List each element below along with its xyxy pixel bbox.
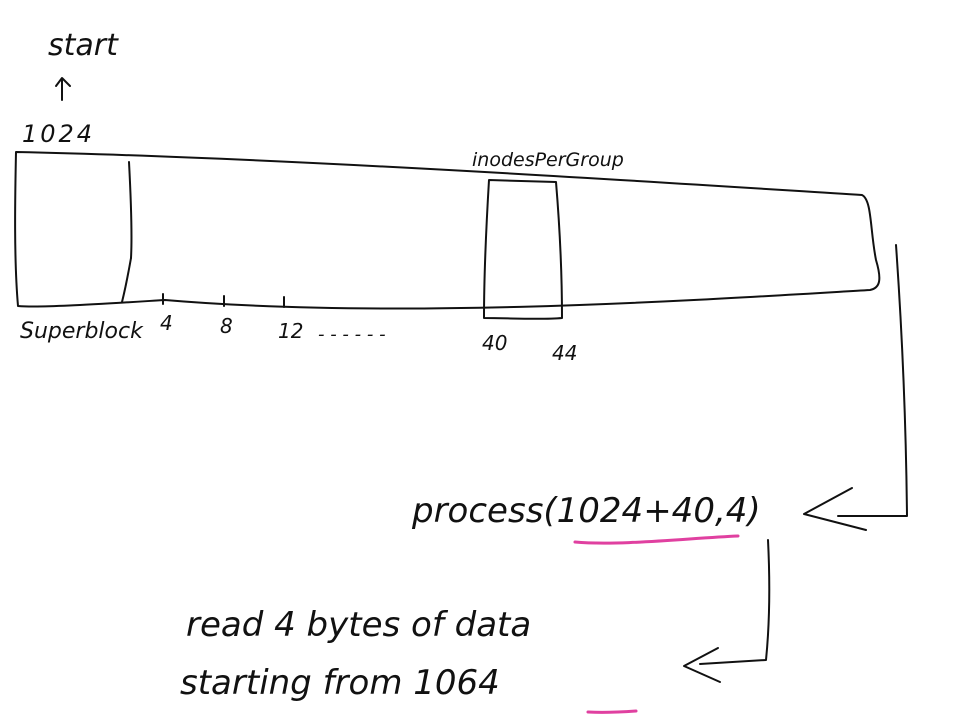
- superblock-label: Superblock: [20, 319, 144, 344]
- tick-label-44: 44: [552, 341, 577, 365]
- start-label: start: [48, 28, 119, 63]
- connector-line: [837, 244, 908, 517]
- tick-continuation-dashes: - - - - - -: [318, 324, 386, 345]
- explanation-line-1: read 4 bytes of data: [186, 605, 531, 645]
- process-call-label: process(1024+40,4): [411, 491, 761, 531]
- explanation-arrow-icon: [683, 647, 721, 683]
- connector-arrow-icon: [803, 487, 867, 531]
- tick-label-8: 8: [220, 314, 233, 338]
- start-offset-label: 1024: [22, 120, 95, 148]
- superblock-divider-lower: [121, 257, 132, 303]
- superblock-divider: [128, 161, 133, 259]
- process-offset-highlight: [573, 534, 740, 545]
- explanation-connector-line: [699, 539, 771, 665]
- explanation-line-2: starting from 1064: [180, 663, 500, 703]
- tick-label-4: 4: [160, 311, 173, 335]
- tick-label-40: 40: [482, 331, 507, 355]
- address-highlight: [586, 709, 638, 714]
- inodes-per-group-label: inodesPerGroup: [472, 149, 624, 171]
- inodes-per-group-field-box: [483, 179, 563, 320]
- start-up-arrow-icon: [55, 77, 71, 101]
- disk-layout-band: [14, 151, 881, 310]
- tick-label-12: 12: [278, 319, 303, 343]
